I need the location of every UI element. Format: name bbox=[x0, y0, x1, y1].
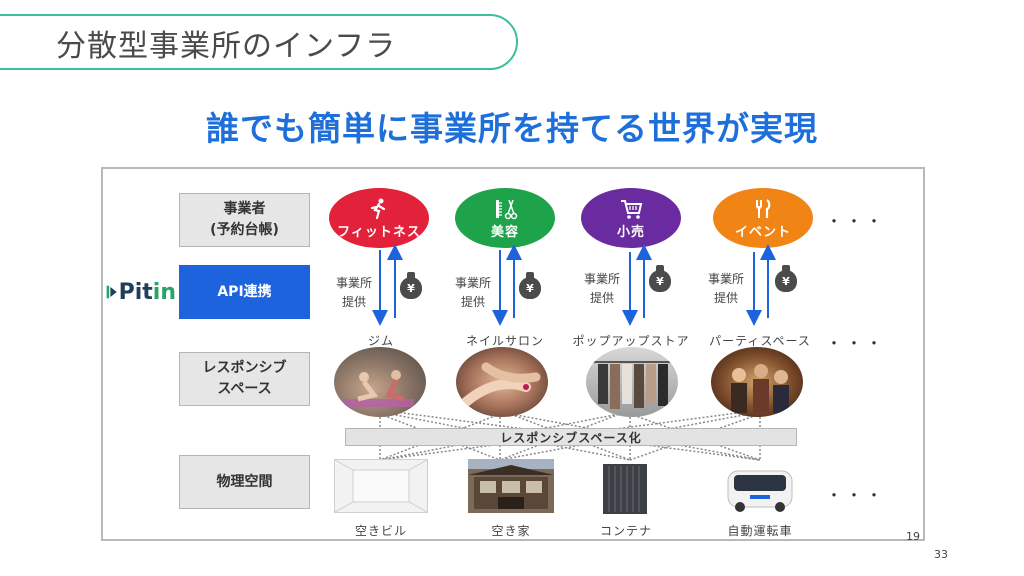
business-label: 小売 bbox=[616, 224, 645, 240]
business-beauty: 美容 bbox=[455, 188, 555, 248]
scissors-comb-icon bbox=[492, 197, 518, 221]
shopping-cart-icon bbox=[619, 197, 643, 221]
autonomous-vehicle-image bbox=[724, 467, 796, 513]
business-retail: 小売 bbox=[581, 188, 681, 248]
nail-salon-photo bbox=[456, 347, 548, 417]
space-name-gym: ジム bbox=[367, 334, 394, 348]
physical-name-autonomous-vehicle: 自動運転車 bbox=[727, 524, 793, 538]
ellipsis-physical: ・・・ bbox=[826, 486, 887, 505]
responsive-space-bar: レスポンシブスペース化 bbox=[345, 428, 797, 446]
business-label: フィットネス bbox=[337, 224, 421, 240]
money-bag-icon: ¥ bbox=[649, 265, 671, 292]
pitin-mark-icon bbox=[106, 285, 117, 299]
money-bag-icon: ¥ bbox=[775, 265, 797, 292]
provide-label-1: 事業所 提供 bbox=[335, 276, 372, 310]
pitin-logo: Pitin bbox=[106, 278, 176, 306]
pitin-wordmark: Pitin bbox=[118, 279, 176, 305]
provide-label-2: 事業所 提供 bbox=[454, 276, 491, 310]
business-label: イベント bbox=[734, 224, 791, 240]
row-label-responsive-space: レスポンシブ スペース bbox=[179, 352, 310, 406]
physical-name-empty-building: 空きビル bbox=[354, 524, 407, 538]
running-person-icon bbox=[368, 197, 390, 221]
container-image bbox=[601, 462, 649, 516]
row-label-operators: 事業者 (予約台帳) bbox=[179, 193, 310, 247]
empty-building-image bbox=[334, 459, 428, 513]
gym-photo bbox=[334, 347, 426, 417]
physical-name-container: コンテナ bbox=[599, 524, 652, 538]
space-name-party-space: パーティスペース bbox=[709, 334, 811, 348]
popup-store-photo bbox=[586, 347, 678, 417]
business-event: イベント bbox=[713, 188, 813, 248]
provide-label-3: 事業所 提供 bbox=[583, 272, 620, 306]
row-label-api: API連携 bbox=[179, 265, 310, 319]
ellipsis-operators: ・・・ bbox=[826, 212, 887, 231]
fork-knife-icon bbox=[752, 197, 774, 221]
space-name-popup-store: ポップアップストア bbox=[572, 334, 690, 348]
row-label-physical-space: 物理空間 bbox=[179, 455, 310, 509]
headline: 誰でも簡単に事業所を持てる世界が実現 bbox=[206, 109, 818, 148]
vacant-house-image bbox=[468, 459, 554, 513]
page-title: 分散型事業所のインフラ bbox=[56, 29, 397, 64]
money-bag-icon: ¥ bbox=[400, 272, 422, 299]
space-name-nail-salon: ネイルサロン bbox=[465, 334, 544, 348]
slide-number: 19 bbox=[906, 530, 920, 543]
ellipsis-spaces: ・・・ bbox=[826, 334, 887, 353]
money-bag-icon: ¥ bbox=[519, 272, 541, 299]
provide-label-4: 事業所 提供 bbox=[707, 272, 744, 306]
party-space-photo bbox=[711, 347, 803, 417]
business-fitness: フィットネス bbox=[329, 188, 429, 248]
title-banner bbox=[0, 14, 518, 70]
business-label: 美容 bbox=[490, 224, 519, 240]
page-number: 33 bbox=[934, 548, 948, 561]
physical-name-vacant-house: 空き家 bbox=[491, 524, 531, 538]
